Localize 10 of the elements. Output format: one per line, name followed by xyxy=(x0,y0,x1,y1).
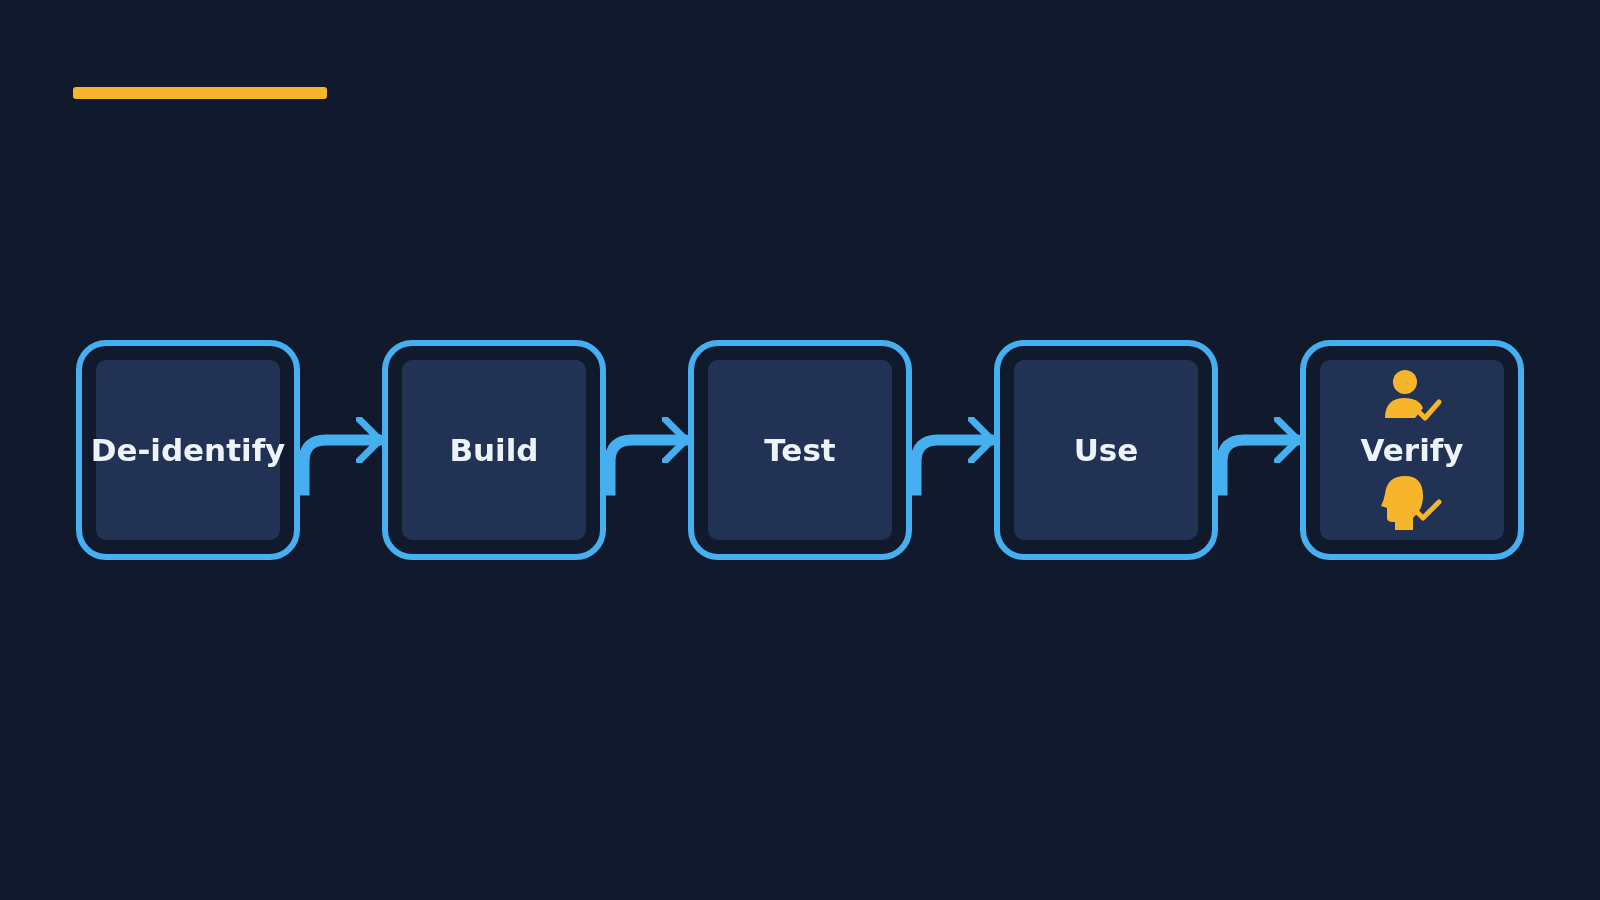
process-box xyxy=(76,340,300,560)
process-box xyxy=(994,340,1218,560)
process-box xyxy=(688,340,912,560)
step-label: Verify xyxy=(1360,432,1464,468)
process-box xyxy=(382,340,606,560)
step-label: De-identify xyxy=(90,432,286,468)
process-box xyxy=(1300,340,1524,560)
step-label: Test xyxy=(764,432,836,468)
step-label: Build xyxy=(449,432,539,468)
step-label: Use xyxy=(1073,432,1139,468)
